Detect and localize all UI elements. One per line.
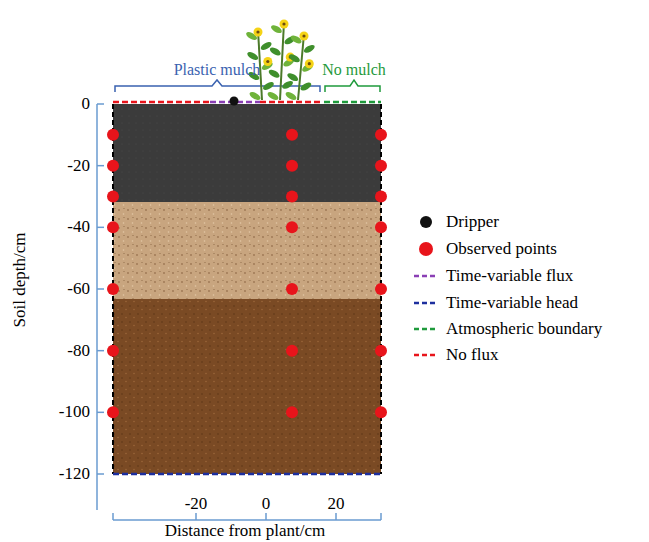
observed-point [375, 129, 387, 141]
plant-flower [254, 28, 263, 37]
y-tick [97, 103, 104, 105]
head-boundary [113, 473, 381, 476]
legend-label: Time-variable flux [446, 266, 573, 286]
observed-point [375, 406, 387, 418]
middle-soil-layer [113, 202, 381, 299]
x-axis [113, 519, 381, 521]
plant-flower [280, 20, 289, 29]
legend-label: Dripper [446, 212, 499, 232]
flower-center [256, 30, 259, 33]
x-tick [265, 513, 267, 520]
observed-point [107, 406, 119, 418]
plant-flower [263, 57, 272, 66]
observed-point [375, 345, 387, 357]
tick-label: -120 [59, 464, 90, 484]
legend-label: No flux [446, 345, 498, 365]
tick-label: -20 [67, 156, 90, 176]
axis-title: Soil depth/cm [10, 233, 30, 328]
dripper-dot [230, 97, 239, 106]
observed-point [286, 406, 298, 418]
observed-point [375, 160, 387, 172]
observed-point [107, 160, 119, 172]
legend-line-mark [414, 302, 438, 305]
bracket-label: No mulch [322, 61, 386, 79]
mulch-bracket [325, 80, 380, 92]
no-flux-boundary [113, 101, 210, 104]
observed-point [107, 129, 119, 141]
plant-leaf [288, 53, 301, 64]
tick-label: -40 [67, 218, 90, 238]
observed-point [375, 191, 387, 203]
tick-label: 0 [262, 494, 271, 514]
plant-leaf [299, 81, 312, 92]
plant-leaf [286, 72, 299, 83]
tick-label: -60 [67, 279, 90, 299]
observed-point [286, 283, 298, 295]
y-tick [97, 412, 104, 414]
plant-leaf [269, 46, 282, 57]
flower-center [282, 22, 285, 25]
observed-point [375, 221, 387, 233]
legend-dripper-mark [420, 216, 432, 228]
plant-flower [300, 32, 309, 41]
tick-label: -80 [67, 341, 90, 361]
x-tick [195, 513, 197, 520]
observed-point [286, 129, 298, 141]
tick-label: -100 [59, 403, 90, 423]
flower-center [302, 34, 305, 37]
legend-line-mark [414, 275, 438, 278]
flower-center [266, 60, 269, 63]
y-tick [97, 350, 104, 352]
observed-point [107, 191, 119, 203]
bottom-soil-layer [113, 299, 381, 474]
legend-label: Observed points [446, 239, 557, 259]
legend-point-mark [419, 242, 433, 256]
plant-leaf [246, 50, 259, 61]
x-tick [112, 513, 114, 520]
observed-point [286, 191, 298, 203]
plant-flower [305, 59, 314, 68]
mulch-bracket [115, 80, 320, 92]
plant-leaf [266, 90, 279, 101]
observed-point [286, 160, 298, 172]
y-axis [96, 104, 98, 510]
axis-title: Distance from plant/cm [165, 521, 326, 541]
y-tick [97, 227, 104, 229]
observed-point [286, 345, 298, 357]
y-tick [97, 165, 104, 167]
no-flux-boundary [260, 101, 322, 104]
bracket-label: Plastic mulch [174, 61, 261, 79]
plant-leaf [248, 90, 261, 101]
tick-label: 0 [82, 94, 91, 114]
y-tick [97, 288, 104, 290]
legend-line-mark [414, 328, 438, 331]
legend-label: Time-variable head [446, 293, 578, 313]
plant-leaf [262, 80, 275, 91]
x-tick [380, 513, 382, 520]
observed-point [107, 221, 119, 233]
plant-leaf [284, 90, 297, 101]
plant-leaf [281, 79, 294, 90]
atmospheric-boundary [324, 101, 381, 104]
x-tick [335, 513, 337, 520]
topsoil-layer [113, 104, 381, 202]
plant-leaf [303, 43, 316, 54]
legend-line-mark [414, 354, 438, 357]
legend-label: Atmospheric boundary [446, 319, 602, 339]
observed-point [286, 221, 298, 233]
observed-point [107, 345, 119, 357]
tick-label: -20 [185, 494, 208, 514]
tick-label: 20 [328, 494, 345, 514]
observed-point [107, 283, 119, 295]
flower-center [308, 62, 311, 65]
y-tick [97, 473, 104, 475]
plant-leaf [267, 68, 280, 79]
observed-point [375, 283, 387, 295]
